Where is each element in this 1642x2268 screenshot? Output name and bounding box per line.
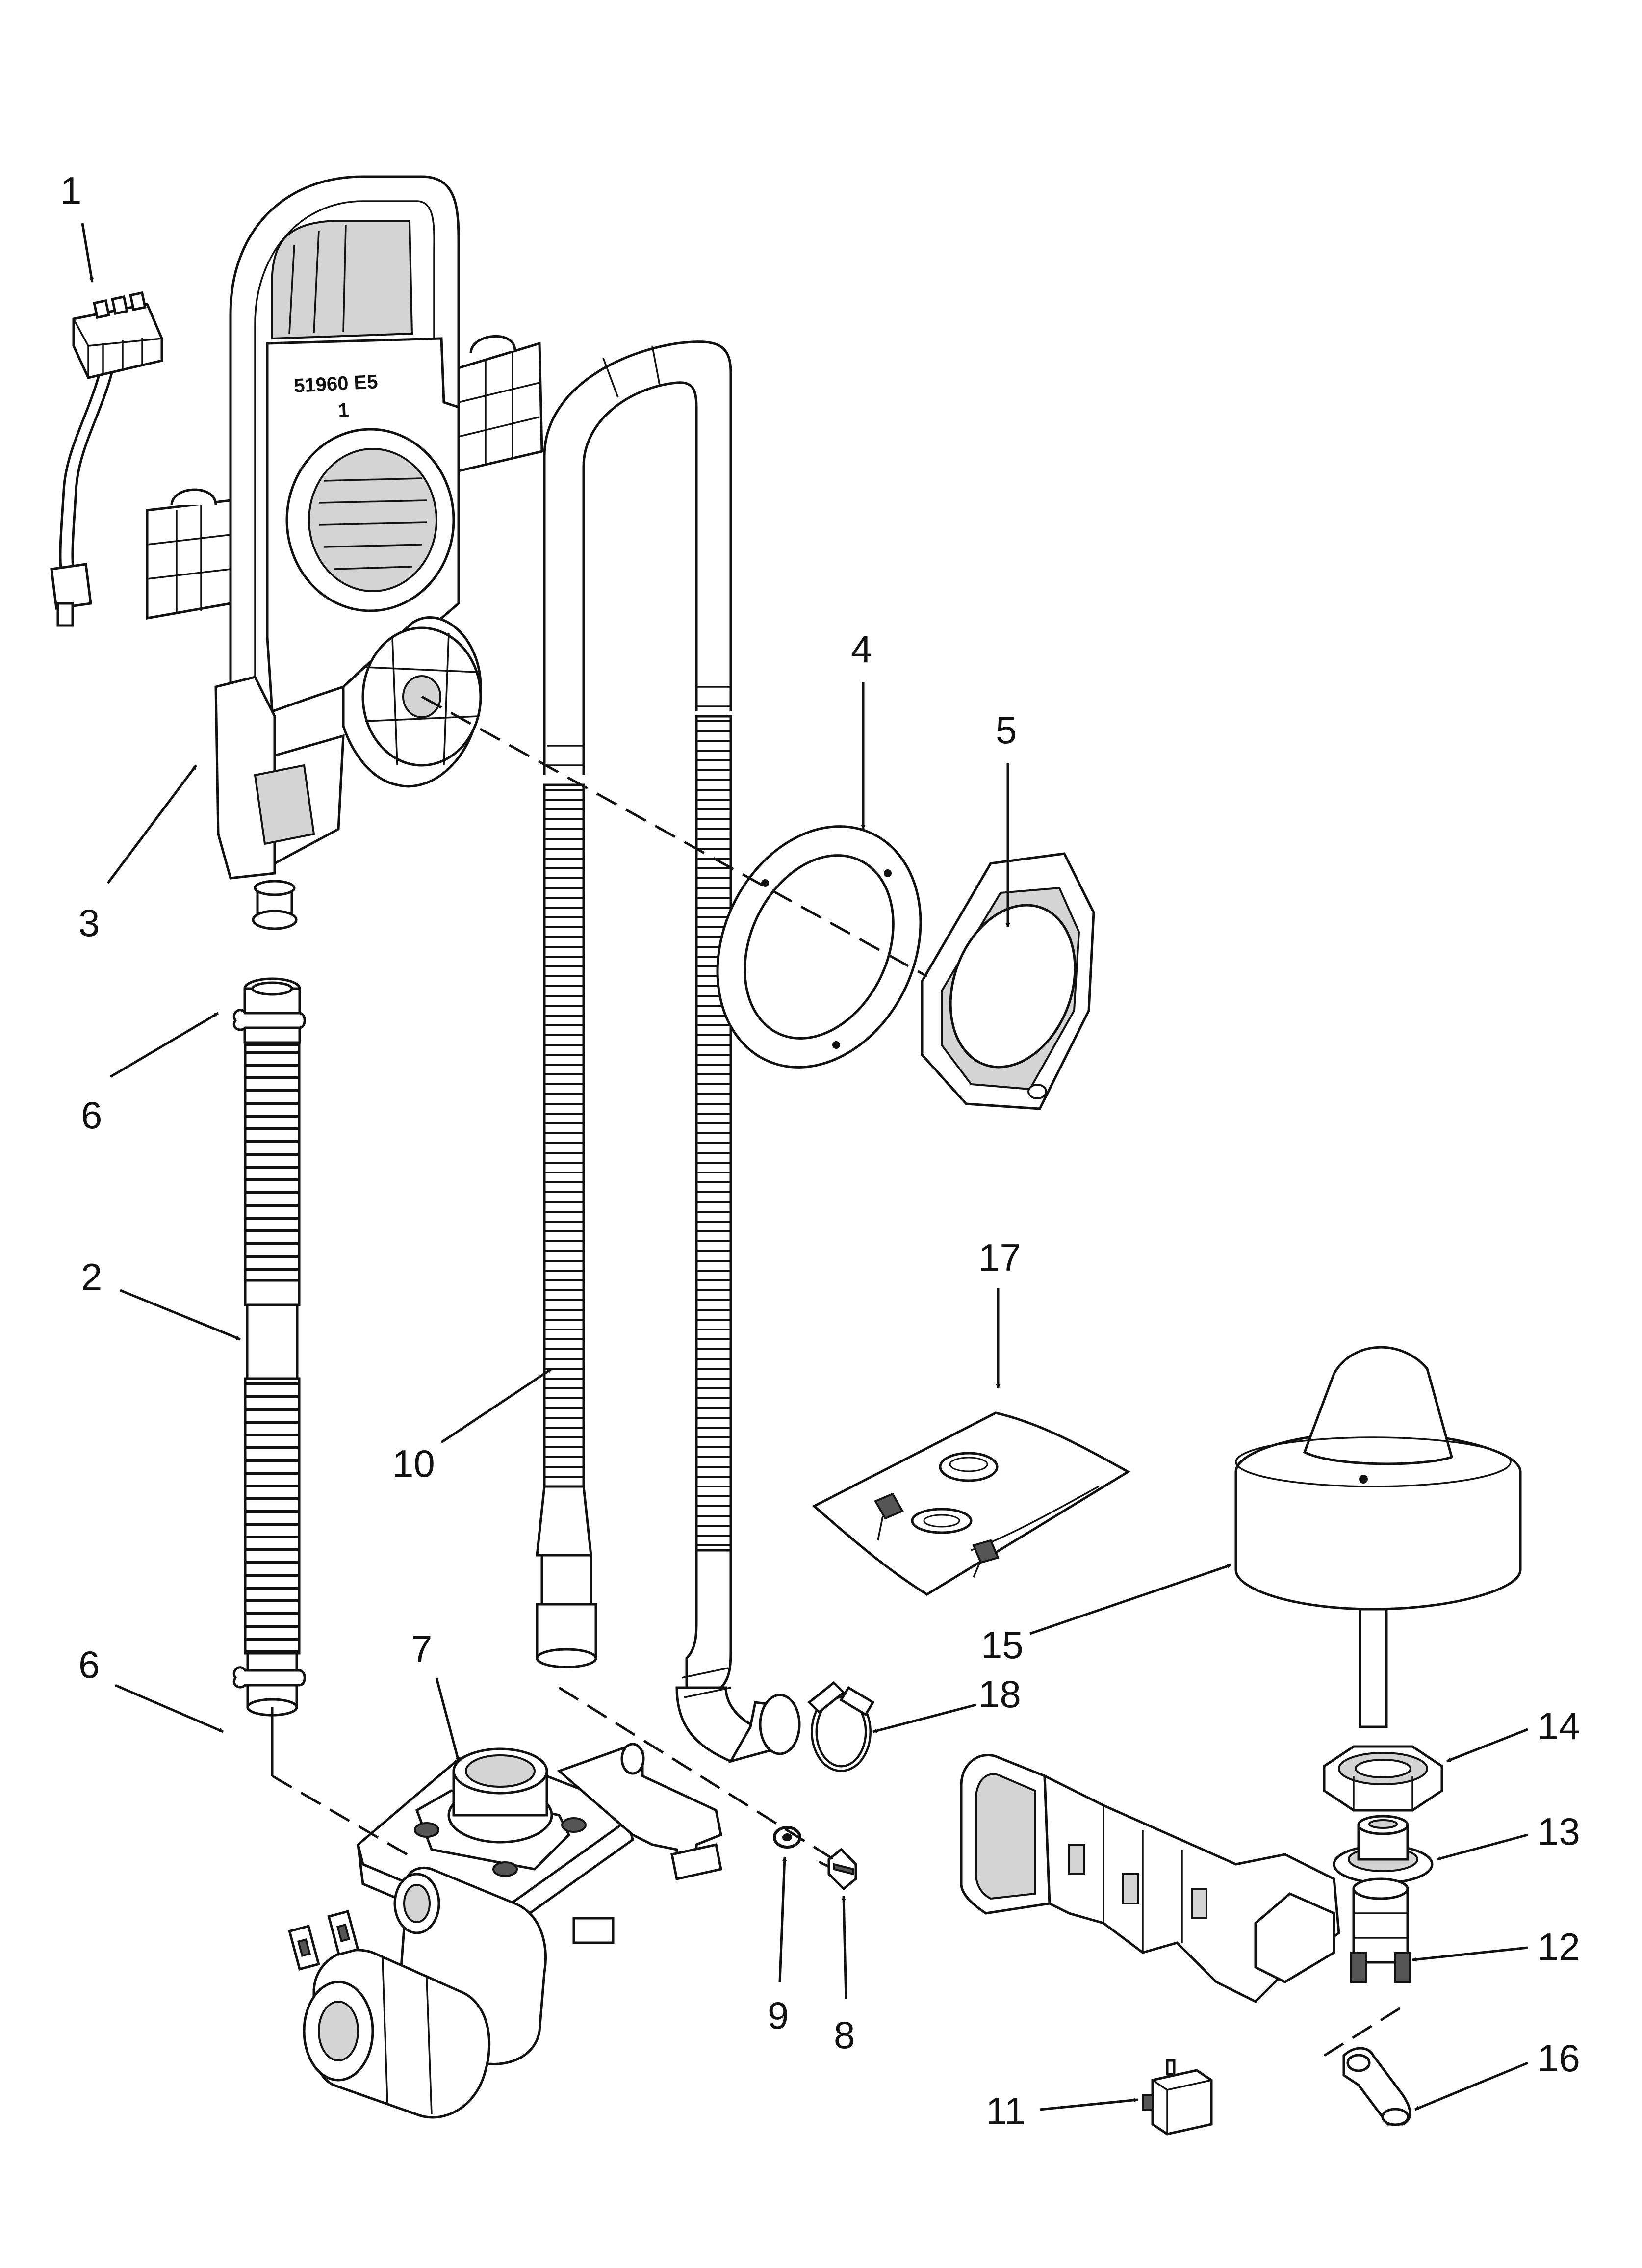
float-stem	[1333, 1815, 1434, 1884]
screw	[818, 1848, 857, 1891]
callout-15: 15	[981, 1623, 1024, 1667]
assembly-lines	[271, 695, 1404, 2057]
drain-hose	[536, 340, 801, 1763]
micro-switch	[1142, 2059, 1213, 2136]
hardware-bag	[812, 1411, 1130, 1596]
callout-4: 4	[851, 627, 872, 671]
spring-clamp	[807, 1681, 875, 1772]
callout-2: 2	[81, 1255, 102, 1299]
callout-12: 12	[1538, 1925, 1580, 1968]
callout-7: 7	[411, 1627, 432, 1670]
callout-labels: 1 3 4 5 6 2 10 17 15 6 7 18 14 13 12 9 8…	[60, 169, 1580, 2133]
callout-3: 3	[78, 901, 100, 944]
callout-6-upper: 6	[81, 1094, 102, 1137]
float-bracket	[960, 1754, 1411, 2004]
callout-17: 17	[978, 1236, 1021, 1279]
callout-5: 5	[996, 708, 1017, 752]
wire-harness	[50, 291, 163, 627]
leader-lines	[81, 223, 1528, 2111]
callout-13: 13	[1538, 1810, 1580, 1853]
actuator-lever	[1342, 2047, 1411, 2126]
callout-9: 9	[768, 1994, 789, 2037]
gasket	[716, 825, 922, 1069]
hex-nut-adapter	[921, 852, 1095, 1110]
callout-8: 8	[834, 2013, 855, 2057]
fill-hose	[233, 977, 306, 1717]
fill-funnel-assembly: 51960 E5 1	[146, 175, 543, 930]
callout-16: 16	[1538, 2036, 1580, 2080]
inlet-valve	[288, 1743, 722, 2119]
callout-18: 18	[978, 1672, 1021, 1716]
float	[1234, 1346, 1522, 1728]
callout-11: 11	[986, 2089, 1026, 2133]
callout-1: 1	[60, 169, 81, 212]
casting-number-suffix: 1	[337, 399, 350, 421]
hex-nut	[1323, 1745, 1443, 1812]
callout-6-lower: 6	[78, 1643, 100, 1686]
callout-14: 14	[1538, 1704, 1580, 1747]
callout-10: 10	[392, 1442, 435, 1485]
casting-number: 51960 E5	[293, 371, 378, 397]
